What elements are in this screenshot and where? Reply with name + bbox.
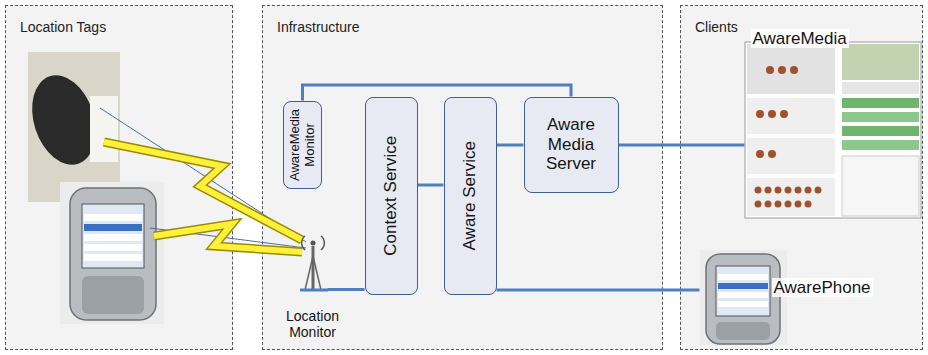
screen-row: [84, 234, 142, 241]
dashed-panel: InfrastructureAwareMedia Monitor Context …: [262, 5, 663, 350]
person-icon: [790, 66, 798, 74]
awaremedia-screenshot: [745, 42, 921, 218]
person-icon: [756, 110, 764, 118]
phone-keypad: [716, 322, 770, 340]
person-icon: [756, 150, 764, 158]
connector-line: [418, 184, 444, 187]
antenna-mast: [312, 246, 315, 290]
lightning-bolt-outline: [154, 224, 302, 252]
status-bar: [842, 112, 919, 122]
person-icon: [768, 110, 776, 118]
client-node: AwarePhone: [700, 250, 787, 345]
antenna-icon: [300, 236, 328, 290]
phone-body: [706, 254, 780, 344]
phone-screen: [82, 204, 144, 268]
phone-tag-photo: [60, 182, 164, 324]
signal-arc: [321, 236, 324, 250]
client-label: AwareMedia: [751, 29, 849, 49]
phone-screen: [716, 266, 770, 316]
dashed-panel: ClientsAwareMediaAwarePhone: [680, 5, 923, 350]
client-node: AwareMedia: [745, 42, 921, 218]
person-icon: [775, 201, 782, 208]
lightning-bolt: [154, 224, 302, 252]
box-label: Context Service: [381, 101, 401, 289]
panel-title: Location Tags: [20, 19, 106, 35]
connector-line: [619, 144, 745, 147]
antenna-foot: [300, 289, 328, 292]
person-icon: [815, 187, 822, 194]
antenna-legs: [305, 256, 321, 290]
person-icon: [805, 187, 812, 194]
service-box: AwareMedia Monitor: [283, 101, 323, 189]
box-label: Aware Service: [460, 101, 480, 289]
screen-photo: [842, 44, 919, 80]
radio-links: [100, 108, 306, 252]
screen-frame: [745, 42, 921, 218]
person-icon: [785, 187, 792, 194]
person-icon: [766, 66, 774, 74]
person-icon: [795, 187, 802, 194]
person-icon: [768, 150, 776, 158]
screen-tile: [747, 44, 835, 94]
connector-line: [328, 288, 365, 291]
screen-tile: [747, 98, 835, 134]
screen-row: [84, 224, 142, 231]
person-icon: [795, 201, 802, 208]
awarephone-photo: [700, 250, 787, 345]
person-icon: [780, 110, 788, 118]
screen-row: [718, 301, 768, 307]
screen-tile: [842, 156, 919, 216]
screen-tile: [747, 178, 835, 216]
person-icon: [765, 187, 772, 194]
tag-label-patch: [90, 96, 118, 162]
screen-row: [718, 274, 768, 280]
person-icon: [775, 187, 782, 194]
service-box: Aware Media Server: [524, 97, 619, 193]
person-icon: [765, 201, 772, 208]
client-label: AwarePhone: [772, 278, 873, 298]
phone-keypad: [82, 276, 144, 314]
status-bar: [842, 98, 919, 108]
screen-row: [84, 254, 142, 261]
service-box: Context Service: [365, 97, 418, 295]
panel-title: Infrastructure: [277, 19, 359, 35]
screen-tile: [842, 82, 919, 94]
connector-line: [497, 144, 524, 147]
antenna-tip: [311, 241, 316, 246]
screen-row: [84, 244, 142, 251]
panel-title: Clients: [695, 19, 738, 35]
screen-row: [718, 292, 768, 298]
signal-arc: [302, 236, 305, 250]
person-icon: [785, 201, 792, 208]
chip-tag-photo: [21, 52, 120, 202]
connector-line: [497, 289, 700, 292]
person-icon: [755, 187, 762, 194]
status-bar: [842, 140, 919, 150]
monitor-label: Location Monitor: [266, 308, 360, 340]
person-icon: [778, 66, 786, 74]
screen-row: [84, 214, 142, 221]
connector-line: [303, 85, 572, 101]
service-box: Aware Service: [444, 97, 497, 295]
people-icons: [755, 66, 822, 208]
box-label: AwareMedia Monitor: [288, 106, 318, 184]
screen-tile: [747, 138, 835, 174]
person-icon: [805, 201, 812, 208]
photo-ground: [700, 250, 787, 345]
status-bar: [842, 126, 919, 136]
phone-body: [70, 188, 156, 320]
screen-row: [718, 283, 768, 289]
photo-ground: [60, 182, 164, 324]
monitor-node: Location Monitor: [298, 228, 328, 292]
person-icon: [755, 201, 762, 208]
box-label: Aware Media Server: [529, 115, 614, 174]
radio-line: [100, 108, 306, 242]
